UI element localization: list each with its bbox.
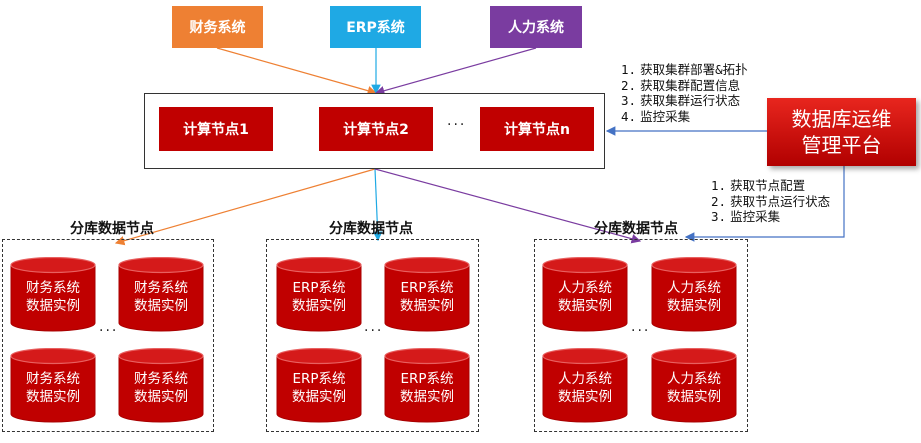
instance-label-line2: 数据实例 <box>667 389 721 405</box>
cluster-task-item: 4.监控采集 <box>621 108 691 124</box>
instance-label-line1: 人力系统 <box>667 280 721 296</box>
hr-shard-group <box>534 239 748 432</box>
compute-node-1-label: 计算节点1 <box>183 122 249 138</box>
instance-label-line1: 财务系统 <box>26 280 80 296</box>
erp-system-label: ERP系统 <box>346 20 405 36</box>
compute-node-1: 计算节点1 <box>159 107 273 151</box>
finance-instances-ellipsis: ··· <box>99 323 119 339</box>
instance-label-line1: 财务系统 <box>134 371 188 387</box>
compute-to-hr-shards-arrow <box>374 168 642 244</box>
node-task-item: 2.获取节点运行状态 <box>711 193 831 209</box>
hr-instance-cylinder: 人力系统数据实例 <box>542 348 628 423</box>
finance-shard-group <box>2 239 214 432</box>
finance-instance-cylinder: 财务系统数据实例 <box>10 348 96 423</box>
finance-instance-cylinder: 财务系统数据实例 <box>10 257 96 332</box>
erp-shard-group <box>266 239 479 432</box>
instance-label-line1: 财务系统 <box>134 280 188 296</box>
instance-label-line1: ERP系统 <box>400 371 454 387</box>
erp-instance-cylinder: ERP系统数据实例 <box>276 257 362 332</box>
instance-label-line1: ERP系统 <box>292 371 346 387</box>
finance-to-compute-arrow <box>216 47 378 96</box>
finance-instance-cylinder: 财务系统数据实例 <box>118 348 204 423</box>
instance-label-line2: 数据实例 <box>558 389 612 405</box>
ops-platform-box: 数据库运维 管理平台 <box>767 98 916 166</box>
hr-system-box: 人力系统 <box>490 6 582 48</box>
hr-to-compute-arrow <box>374 47 537 96</box>
hr-system-label: 人力系统 <box>508 20 564 36</box>
compute-node-2-label: 计算节点2 <box>343 122 409 138</box>
hr-instance-cylinder: 人力系统数据实例 <box>542 257 628 332</box>
erp-instances-ellipsis: ··· <box>364 323 384 339</box>
instance-label-line1: ERP系统 <box>292 280 346 296</box>
finance-system-box: 财务系统 <box>172 6 263 48</box>
erp-system-box: ERP系统 <box>330 6 421 48</box>
compute-nodes-ellipsis: ··· <box>447 117 467 133</box>
instance-label-line2: 数据实例 <box>667 298 721 314</box>
instance-label-line2: 数据实例 <box>558 298 612 314</box>
instance-label-line2: 数据实例 <box>400 298 454 314</box>
cluster-task-item: 3.获取集群运行状态 <box>621 93 741 108</box>
cluster-task-item: 1.获取集群部署&拓扑 <box>621 62 748 77</box>
erp-shard-group-title: 分库数据节点 <box>329 221 413 237</box>
platform-to-shards-arrow <box>684 166 845 242</box>
instance-label-line2: 数据实例 <box>292 298 346 314</box>
ops-platform-line1: 数据库运维 <box>791 107 892 131</box>
instance-label-line2: 数据实例 <box>26 389 80 405</box>
instance-label-line2: 数据实例 <box>134 298 188 314</box>
compute-node-n-label: 计算节点n <box>504 122 570 138</box>
compute-to-erp-shards-arrow <box>372 168 383 242</box>
compute-node-2: 计算节点2 <box>319 107 433 151</box>
cluster-task-list: 1.获取集群部署&拓扑 2.获取集群配置信息 3.获取集群运行状态 4.监控采集 <box>621 62 748 124</box>
ops-platform-line2: 管理平台 <box>801 133 882 157</box>
cluster-task-item: 2.获取集群配置信息 <box>621 77 741 93</box>
erp-instance-cylinder: ERP系统数据实例 <box>384 257 470 332</box>
hr-instances-ellipsis: ··· <box>631 323 651 339</box>
instance-label-line1: 人力系统 <box>558 280 612 296</box>
instance-label-line2: 数据实例 <box>134 389 188 405</box>
instance-label-line1: 人力系统 <box>667 371 721 387</box>
erp-instance-cylinder: ERP系统数据实例 <box>276 348 362 423</box>
instance-label-line2: 数据实例 <box>292 389 346 405</box>
hr-instance-cylinder: 人力系统数据实例 <box>651 348 737 423</box>
node-task-item: 1.获取节点配置 <box>711 178 806 193</box>
finance-system-label: 财务系统 <box>189 20 246 36</box>
compute-node-n: 计算节点n <box>480 107 594 151</box>
instance-label-line2: 数据实例 <box>26 298 80 314</box>
finance-shard-group-title: 分库数据节点 <box>70 221 154 237</box>
instance-label-line2: 数据实例 <box>400 389 454 405</box>
instance-label-line1: 人力系统 <box>558 371 612 387</box>
hr-instance-cylinder: 人力系统数据实例 <box>651 257 737 332</box>
node-task-list: 1.获取节点配置 2.获取节点运行状态 3.监控采集 <box>711 178 830 225</box>
node-task-item: 3.监控采集 <box>711 209 781 224</box>
hr-shard-group-title: 分库数据节点 <box>594 221 678 237</box>
erp-instance-cylinder: ERP系统数据实例 <box>384 348 470 423</box>
compute-to-finance-shards-arrow <box>114 168 376 246</box>
instance-label-line1: ERP系统 <box>400 280 454 296</box>
instance-label-line1: 财务系统 <box>26 371 80 387</box>
finance-instance-cylinder: 财务系统数据实例 <box>118 257 204 332</box>
